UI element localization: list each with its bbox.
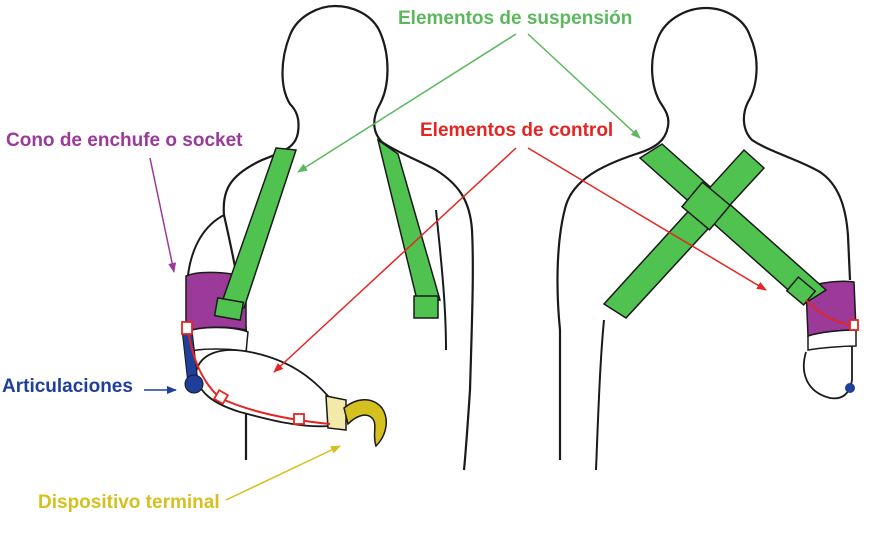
label-socket: Cono de enchufe o socket	[6, 130, 243, 273]
back-strap-right-to-left	[602, 148, 766, 319]
front-body-outline	[222, 4, 474, 471]
front-left-upper-arm	[187, 214, 225, 276]
arrow-suspension-front	[297, 33, 517, 173]
front-wrist-unit	[325, 395, 347, 431]
front-suspension-strap-right	[376, 138, 441, 305]
front-figure	[181, 4, 474, 471]
label-control-text: Elementos de control	[420, 120, 613, 141]
arrow-suspension-back	[527, 33, 641, 139]
arrow-control-front	[273, 147, 517, 373]
front-inner-arm-line	[435, 209, 447, 351]
back-body-outline	[556, 6, 852, 460]
front-hook	[343, 399, 388, 448]
arrow-control-back	[527, 147, 767, 291]
front-cable-anchor-low	[293, 413, 305, 425]
back-left-arm-line	[595, 319, 605, 471]
back-socket-cuff	[807, 329, 857, 351]
front-cable-anchor-top	[181, 321, 193, 335]
label-suspension: Elementos de suspensión	[297, 8, 641, 173]
arrow-terminal	[225, 445, 341, 501]
front-strap-buckle-left	[213, 297, 245, 321]
front-strap-buckle-right	[413, 295, 439, 319]
front-forearm	[195, 349, 331, 428]
back-elbow-joint	[845, 383, 855, 393]
label-joints-text: Articulaciones	[2, 376, 133, 397]
back-strap-center-ring	[680, 181, 732, 231]
front-suspension-strap-left	[221, 147, 298, 309]
label-suspension-text: Elementos de suspensión	[398, 8, 632, 29]
back-cable-anchor	[849, 319, 859, 331]
front-socket-cuff	[185, 326, 249, 354]
back-strap-buckle-right	[785, 275, 817, 307]
arrow-socket	[149, 157, 177, 273]
label-control: Elementos de control	[273, 120, 767, 373]
label-terminal: Dispositivo terminal	[38, 445, 341, 513]
front-elbow-joint	[184, 374, 204, 394]
back-strap-left-to-right	[638, 143, 828, 305]
front-cable-anchor-mid	[212, 388, 230, 406]
label-joints: Articulaciones	[2, 376, 177, 397]
label-socket-text: Cono de enchufe o socket	[6, 130, 243, 151]
back-figure	[556, 6, 859, 471]
label-terminal-text: Dispositivo terminal	[38, 492, 220, 513]
